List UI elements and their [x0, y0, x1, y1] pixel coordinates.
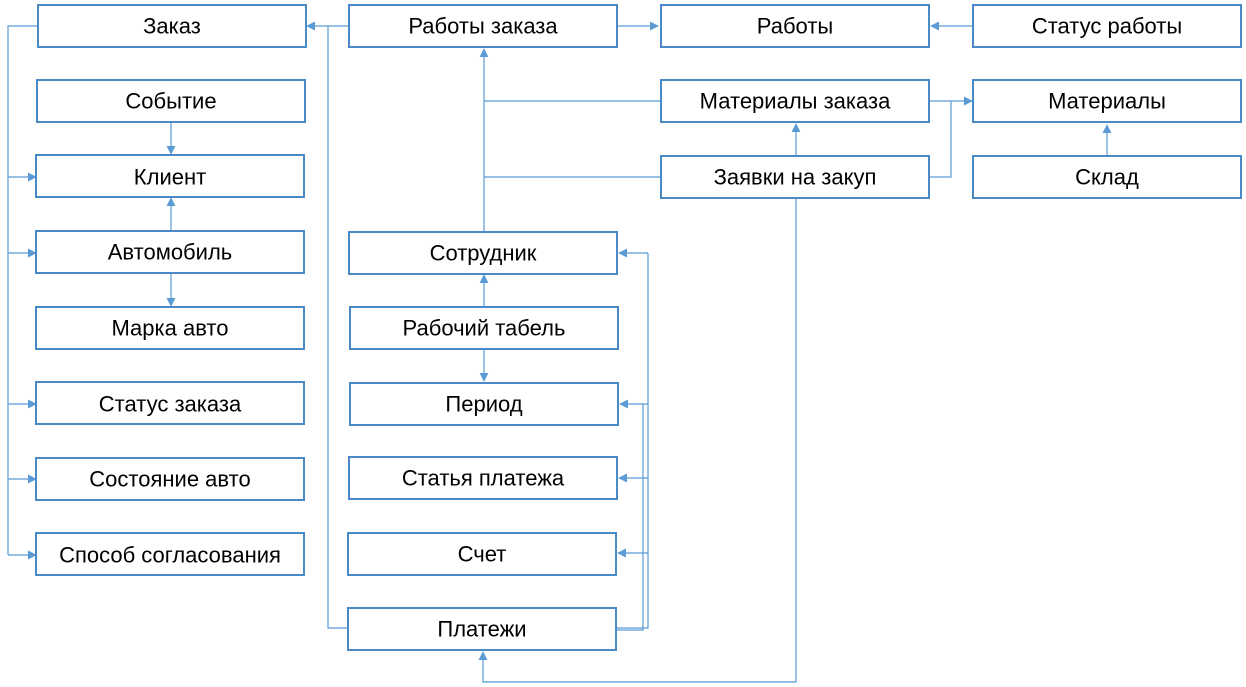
entity-marka-avto[interactable]: Марка авто [35, 306, 305, 350]
entity-label: Марка авто [111, 316, 228, 341]
entity-avtomobil[interactable]: Автомобиль [35, 230, 305, 274]
connector-zakaz-trunk [7, 25, 38, 555]
entity-label: Платежи [437, 617, 526, 642]
entity-zakaz[interactable]: Заказ [37, 4, 307, 48]
connector-zayavki-to-materialy [930, 101, 952, 178]
entity-sotrudnik[interactable]: Сотрудник [348, 231, 618, 275]
entity-period[interactable]: Период [349, 382, 619, 426]
entity-sposob-soglasovaniya[interactable]: Способ согласования [35, 532, 305, 576]
entity-platezhi[interactable]: Платежи [347, 607, 617, 651]
entity-label: Склад [1075, 165, 1139, 190]
entity-label: Работы [757, 14, 833, 39]
entity-label: Заявки на закуп [714, 165, 877, 190]
entity-label: Работы заказа [408, 14, 558, 39]
entity-label: Материалы заказа [700, 89, 891, 114]
entity-klient[interactable]: Клиент [35, 154, 305, 198]
entity-label: Заказ [143, 14, 201, 39]
entity-materialy[interactable]: Материалы [972, 79, 1242, 123]
entity-label: Период [445, 392, 522, 417]
connector-zayavki-to-platezhi [478, 199, 797, 683]
entity-sobytie[interactable]: Событие [36, 79, 306, 123]
entity-label: Автомобиль [108, 240, 233, 265]
entity-label: Материалы [1048, 89, 1166, 114]
entity-zayavki-na-zakup[interactable]: Заявки на закуп [660, 155, 930, 199]
entity-label: Счет [458, 542, 507, 567]
entity-statya-platezha[interactable]: Статья платежа [348, 456, 618, 500]
entity-materialy-zakaza[interactable]: Материалы заказа [660, 79, 930, 123]
entity-raboty-zakaza[interactable]: Работы заказа [348, 4, 618, 48]
entity-status-zakaza[interactable]: Статус заказа [35, 381, 305, 425]
entity-label: Способ согласования [59, 543, 281, 568]
entity-label: Событие [125, 89, 216, 114]
connector-platezhi-trunk-b [617, 404, 644, 631]
entity-label: Клиент [134, 165, 206, 190]
entity-schet[interactable]: Счет [347, 532, 617, 576]
entity-label: Сотрудник [430, 241, 537, 266]
connector-platezhi-to-zakaz [327, 26, 348, 629]
connectors [7, 21, 1112, 683]
entity-sklad[interactable]: Склад [972, 155, 1242, 199]
entity-label: Статус заказа [99, 392, 242, 417]
entity-label: Рабочий табель [403, 316, 566, 341]
entity-rabochiy-tabel[interactable]: Рабочий табель [349, 306, 619, 350]
entity-label: Статья платежа [402, 466, 565, 491]
connector-platezhi-trunk-a [617, 253, 649, 629]
entity-label: Состояние авто [89, 467, 250, 492]
entity-raboty[interactable]: Работы [660, 4, 930, 48]
entity-sostoyanie-avto[interactable]: Состояние авто [35, 457, 305, 501]
entity-status-raboty[interactable]: Статус работы [972, 4, 1242, 48]
entity-label: Статус работы [1032, 14, 1182, 39]
